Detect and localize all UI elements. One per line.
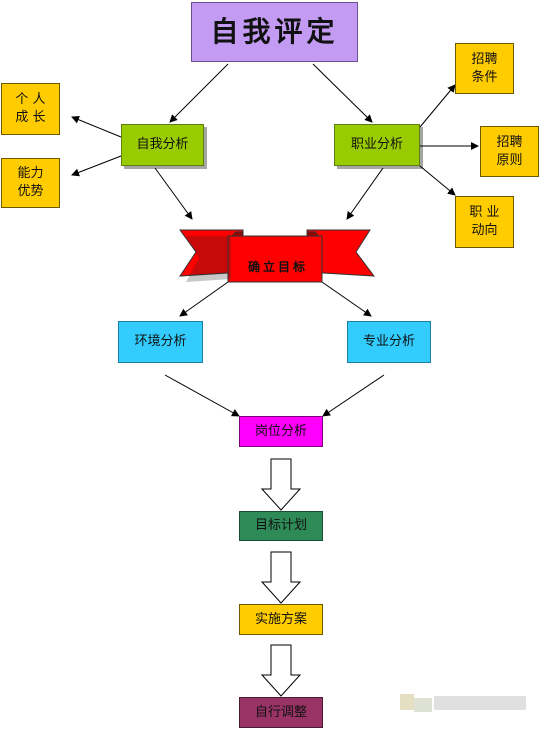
arrow-career-to-trend [419,165,456,196]
post-analysis-box: 岗位分析 [239,416,323,447]
arrow-self-to-personal [71,115,122,138]
arrow-major-to-post [322,374,385,417]
personal-growth-box: 个 人 成 长 [1,83,60,135]
block-arrow-plan-to-impl [260,551,302,604]
arrow-env-to-post [164,374,240,417]
goal-ribbon [179,229,376,283]
recruit-conditions-box: 招聘 条件 [455,43,514,94]
self-analysis-box: 自我分析 [121,124,204,166]
career-analysis-box: 职业分析 [334,124,420,166]
arrow-career-to-conditions [419,84,456,128]
arrow-self-to-goal [154,167,193,220]
career-trend-box: 职 业 动向 [455,196,514,248]
blurred-watermark [400,694,526,712]
recruit-principles-box: 招聘 原则 [480,126,539,177]
arrow-title-to-self [169,63,229,123]
environment-analysis-box: 环境分析 [118,321,203,363]
arrow-career-to-goal [346,167,384,220]
arrow-self-to-ability [71,155,122,177]
title-box: 自我评定 [191,2,358,62]
self-adjustment-box: 自行调整 [239,697,323,728]
goal-label: 确立目标 [247,259,308,274]
goal-plan-box: 目标计划 [239,511,323,541]
block-arrow-impl-to-adjust [260,644,302,697]
major-analysis-box: 专业分析 [347,321,431,363]
arrow-goal-to-major [321,281,372,317]
arrow-title-to-career [312,63,373,123]
ability-strength-box: 能力 优势 [1,158,60,208]
implementation-plan-box: 实施方案 [239,604,323,635]
arrow-goal-to-env [179,281,229,317]
block-arrow-post-to-plan [260,458,302,511]
